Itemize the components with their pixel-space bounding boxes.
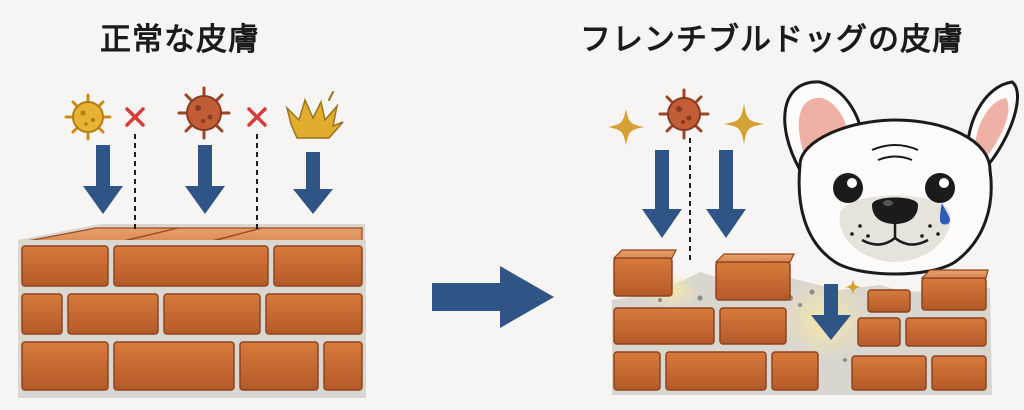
virus-icon <box>177 86 231 140</box>
dog-illustration <box>783 80 1019 276</box>
right-arrows <box>642 150 851 340</box>
down-arrow-icon <box>642 150 682 238</box>
virus-icon <box>658 88 710 140</box>
irritant-burst-icon <box>285 91 344 139</box>
blocked-path-lines <box>134 134 258 230</box>
sparkle-icon <box>608 109 644 145</box>
down-arrow-icon <box>811 284 851 340</box>
cross-icon <box>247 107 267 127</box>
damaged-brick-wall <box>612 249 992 395</box>
sparkle-icon <box>845 279 861 295</box>
transition-arrow <box>432 266 554 328</box>
left-arrows <box>83 145 333 214</box>
germ-icon <box>64 93 112 141</box>
cross-icon <box>125 107 145 127</box>
tear-icon <box>940 203 950 225</box>
right-title: フレンチブルドッグの皮膚 <box>580 22 964 58</box>
down-arrow-icon <box>706 150 746 238</box>
down-arrow-icon <box>293 152 333 214</box>
down-arrow-icon <box>83 145 123 214</box>
down-arrow-icon <box>185 145 225 214</box>
left-title: 正常な皮膚 <box>100 22 260 58</box>
sparkle-icon <box>724 104 764 144</box>
healthy-brick-wall <box>18 224 366 398</box>
